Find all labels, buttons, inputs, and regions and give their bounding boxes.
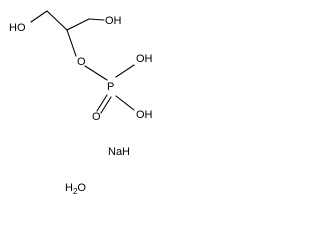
bond-p-oh-top bbox=[115, 64, 135, 78]
label-sodium-hydride: NaH bbox=[108, 146, 130, 158]
bond-ch2-ch-left bbox=[46, 10, 68, 31]
label-o-double: O bbox=[92, 111, 101, 123]
bond-ho-ch2-left bbox=[30, 10, 48, 23]
label-water: H2O bbox=[65, 182, 86, 196]
label-ho-left: HO bbox=[9, 22, 26, 34]
bond-ch-o bbox=[66, 29, 77, 57]
bond-p-oh-bottom bbox=[115, 95, 135, 111]
water-o: O bbox=[77, 182, 86, 194]
label-oh-p-bottom: OH bbox=[136, 109, 153, 121]
double-bond-p-o-line1 bbox=[96, 94, 108, 112]
label-o-bridge: O bbox=[77, 56, 86, 68]
bond-o-p bbox=[84, 65, 108, 81]
water-h: H bbox=[65, 182, 73, 194]
label-oh-right: OH bbox=[105, 15, 122, 27]
bond-ch2-oh-right bbox=[88, 18, 105, 21]
label-phosphorus: P bbox=[107, 81, 114, 93]
bond-ch-ch2-right bbox=[66, 18, 90, 31]
label-oh-p-top: OH bbox=[136, 53, 153, 65]
chemical-structure: HO OH O P OH O OH NaH H2O bbox=[9, 10, 153, 196]
water-subscript-2: 2 bbox=[73, 187, 78, 196]
double-bond-p-o-line2 bbox=[100, 96, 112, 114]
